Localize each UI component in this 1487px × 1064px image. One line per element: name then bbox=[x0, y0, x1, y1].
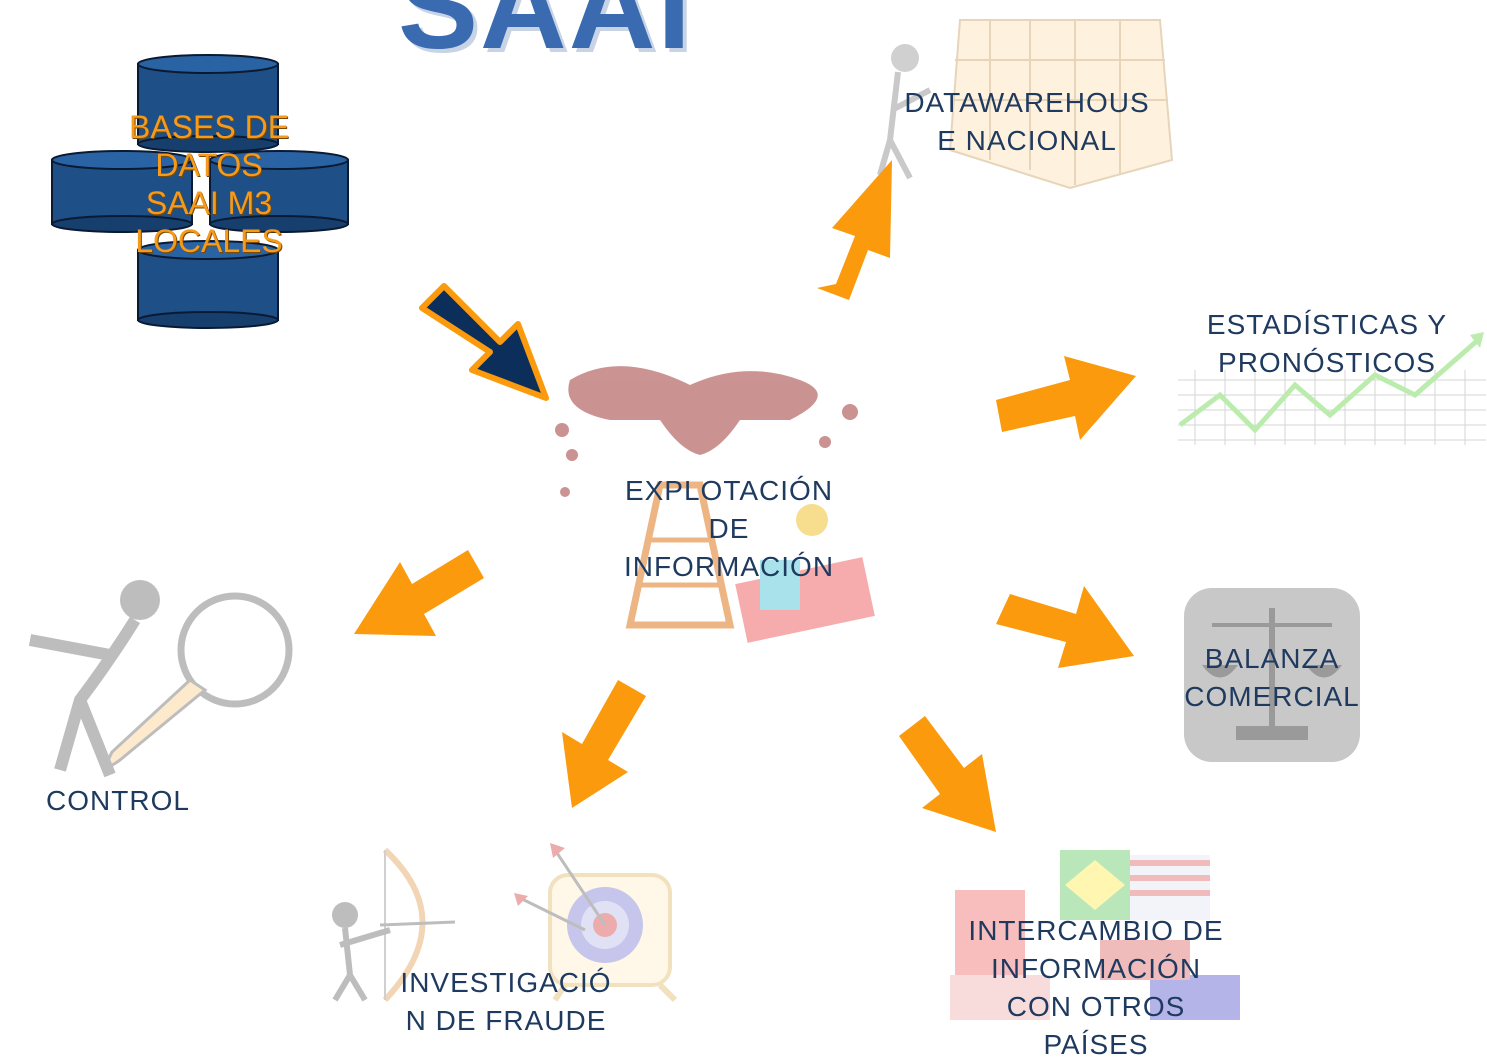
app-title: SAAI bbox=[398, 0, 693, 74]
database-icon bbox=[51, 54, 349, 329]
estadisticas-label: ESTADÍSTICAS Y PRONÓSTICOS bbox=[1206, 309, 1448, 378]
oil-rig-icon bbox=[555, 366, 875, 643]
arrow-to-balanza bbox=[996, 586, 1134, 668]
center-label: EXPLOTACIÓN DE INFORMACIÓN bbox=[623, 475, 835, 582]
arrow-to-investigacion bbox=[562, 680, 646, 808]
intercambio-label: INTERCAMBIO DE INFORMACIÓN CON OTROS PAÍ… bbox=[968, 915, 1224, 1060]
control-label: CONTROL bbox=[46, 785, 190, 816]
arrow-to-estadisticas bbox=[996, 356, 1136, 440]
arrow-to-datawarehouse bbox=[817, 160, 892, 300]
datawarehouse-label: DATAWAREHOUS E NACIONAL bbox=[904, 87, 1150, 156]
flags-icon bbox=[950, 850, 1240, 1020]
statistics-chart-icon bbox=[1178, 332, 1486, 445]
arrow-to-control bbox=[354, 550, 484, 636]
arrow-to-intercambio bbox=[899, 716, 996, 832]
archery-target-icon bbox=[332, 843, 678, 1003]
source-database-label: BASES DE DATOS SAAI M3 LOCALES bbox=[128, 109, 290, 259]
magnifier-icon bbox=[28, 580, 293, 778]
balanza-label: BALANZA COMERCIAL bbox=[1184, 643, 1360, 712]
balance-scale-icon bbox=[1184, 588, 1360, 762]
warehouse-icon bbox=[877, 19, 1174, 190]
arrow-to-center bbox=[419, 283, 549, 401]
investigacion-label: INVESTIGACIÓ N DE FRAUDE bbox=[400, 967, 612, 1036]
